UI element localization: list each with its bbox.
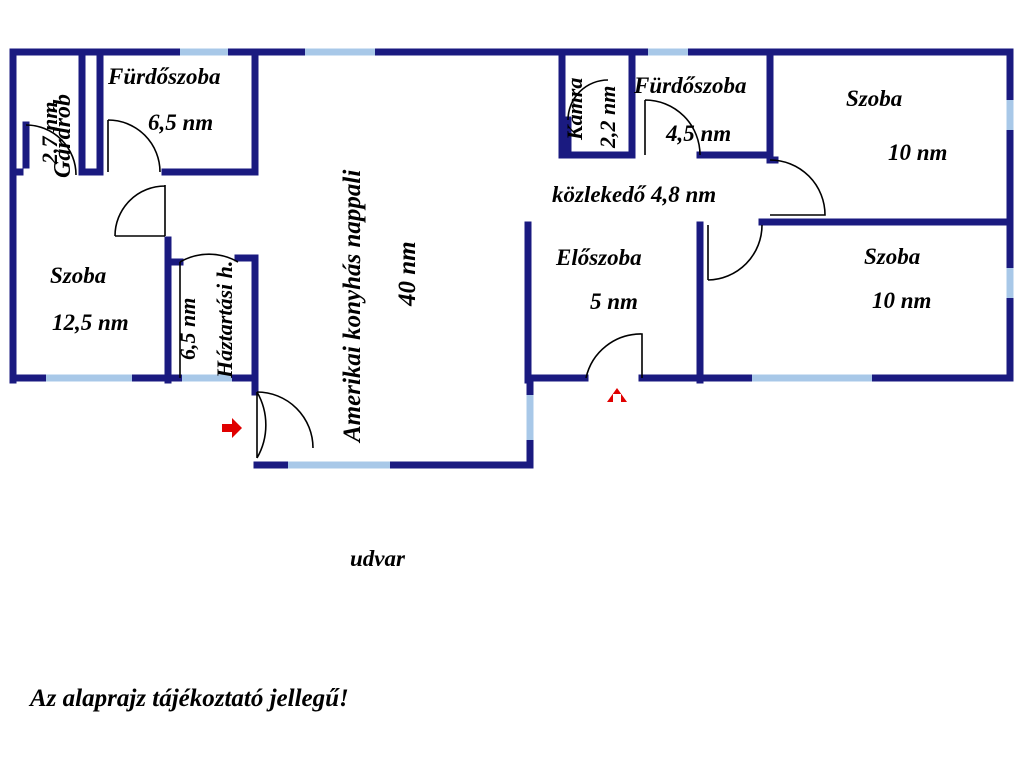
- bath2-label: Fürdőszoba: [633, 73, 746, 98]
- corridor-label: közlekedő 4,8 nm: [552, 182, 716, 207]
- room3-label: Szoba: [864, 244, 920, 269]
- door-pantry: [567, 79, 609, 121]
- living-label: Amerikai konyhás nappali: [339, 170, 366, 444]
- arrow-up-icon: [607, 388, 627, 402]
- pantry-label: Kamra: [562, 78, 587, 141]
- room1-area: 12,5 nm: [52, 310, 129, 335]
- door-bath1: [107, 119, 161, 173]
- doors: [25, 79, 826, 459]
- room2-area: 10 nm: [888, 140, 947, 165]
- hall-area: 5 nm: [590, 289, 638, 314]
- utility-area: 6,5 nm: [175, 298, 200, 360]
- door-room1: [114, 185, 166, 237]
- bath1-label: Fürdőszoba: [107, 64, 220, 89]
- room1-label: Szoba: [50, 263, 106, 288]
- bath2-area: 4,5 nm: [665, 121, 731, 146]
- door-entrance-hall: [585, 333, 643, 379]
- gardrob-area: 2,7 nm: [37, 102, 62, 165]
- living-area: 40 nm: [394, 241, 421, 307]
- door-bath2: [644, 99, 701, 156]
- yard-label: udvar: [350, 546, 406, 571]
- room2-label: Szoba: [846, 86, 902, 111]
- door-entrance-left: [256, 391, 267, 459]
- door-room3: [707, 224, 763, 281]
- door-room2: [769, 159, 826, 216]
- bath1-area: 6,5 nm: [148, 110, 213, 135]
- door-gardrob: [25, 124, 77, 176]
- windows: [46, 48, 1014, 469]
- pantry-area: 2,2 nm: [595, 86, 620, 149]
- utility-label: Háztartási h.: [212, 261, 237, 379]
- room3-area: 10 nm: [872, 288, 931, 313]
- disclaimer: Az alaprajz tájékoztató jellegű!: [28, 685, 349, 712]
- gardrob-label: Gardrób: [50, 94, 76, 178]
- hall-label: Előszoba: [555, 245, 642, 270]
- arrow-right-icon: [222, 418, 242, 438]
